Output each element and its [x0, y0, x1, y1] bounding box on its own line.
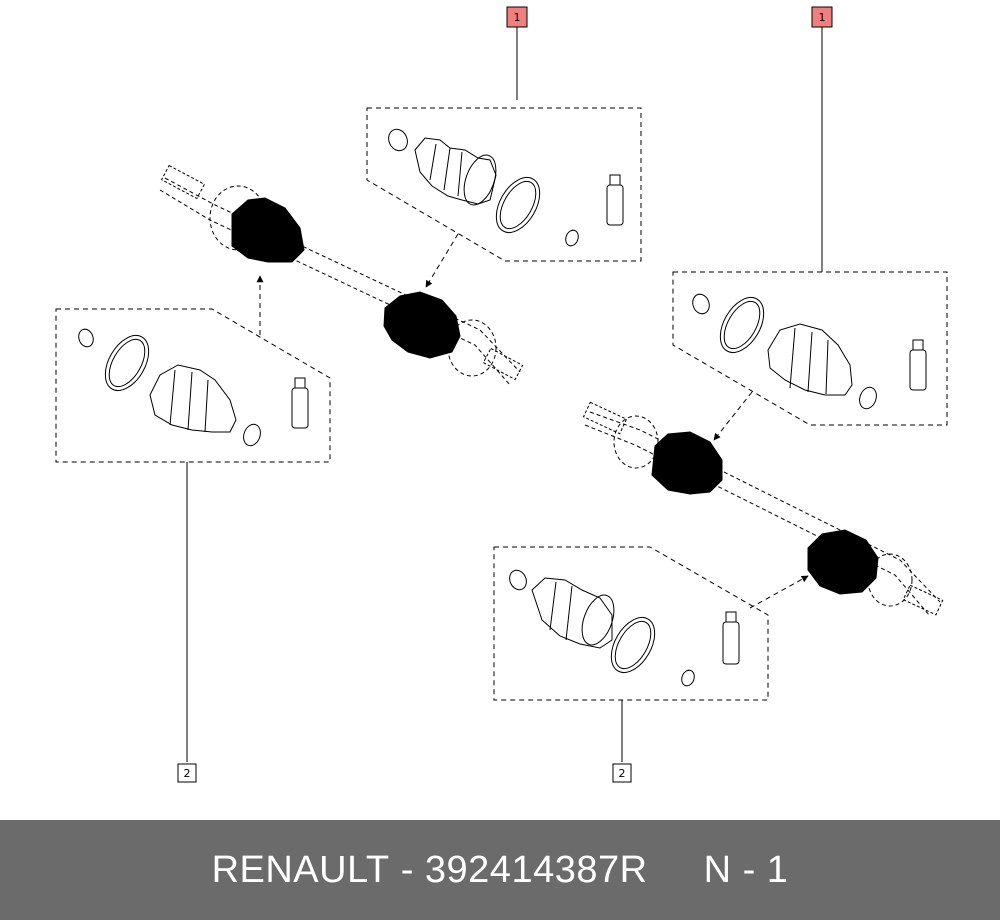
callout-1-right[interactable]: 1 — [811, 6, 833, 272]
parts-diagram: 1 1 2 2 — [55, 6, 948, 783]
footer-page: N - 1 — [703, 848, 789, 891]
left-drive-shaft — [159, 164, 524, 386]
cv-joint-boot — [383, 291, 461, 359]
cv-joint-boot — [807, 529, 879, 595]
callout-label: 1 — [819, 11, 826, 24]
cv-joint-boot — [651, 431, 723, 495]
cv-joint-boot — [231, 197, 305, 263]
repair-kit-box-left — [55, 308, 331, 463]
footer-brand: RENAULT — [211, 848, 390, 891]
callout-1-left[interactable]: 1 — [506, 6, 528, 100]
footer-part-number: 392414387R — [424, 848, 648, 891]
repair-kit-box-top — [366, 107, 642, 262]
callout-2-left[interactable]: 2 — [177, 462, 197, 783]
repair-kit-box-right-bottom — [493, 546, 769, 701]
callout-label: 1 — [514, 11, 521, 24]
callout-2-right[interactable]: 2 — [612, 700, 632, 783]
repair-kit-box-right-top — [672, 271, 948, 426]
right-drive-shaft — [582, 391, 944, 617]
callout-label: 2 — [619, 767, 626, 780]
callout-label: 2 — [184, 767, 191, 780]
footer-separator: - — [400, 848, 414, 891]
footer-bar: RENAULT - 392414387R N - 1 — [0, 820, 1000, 920]
